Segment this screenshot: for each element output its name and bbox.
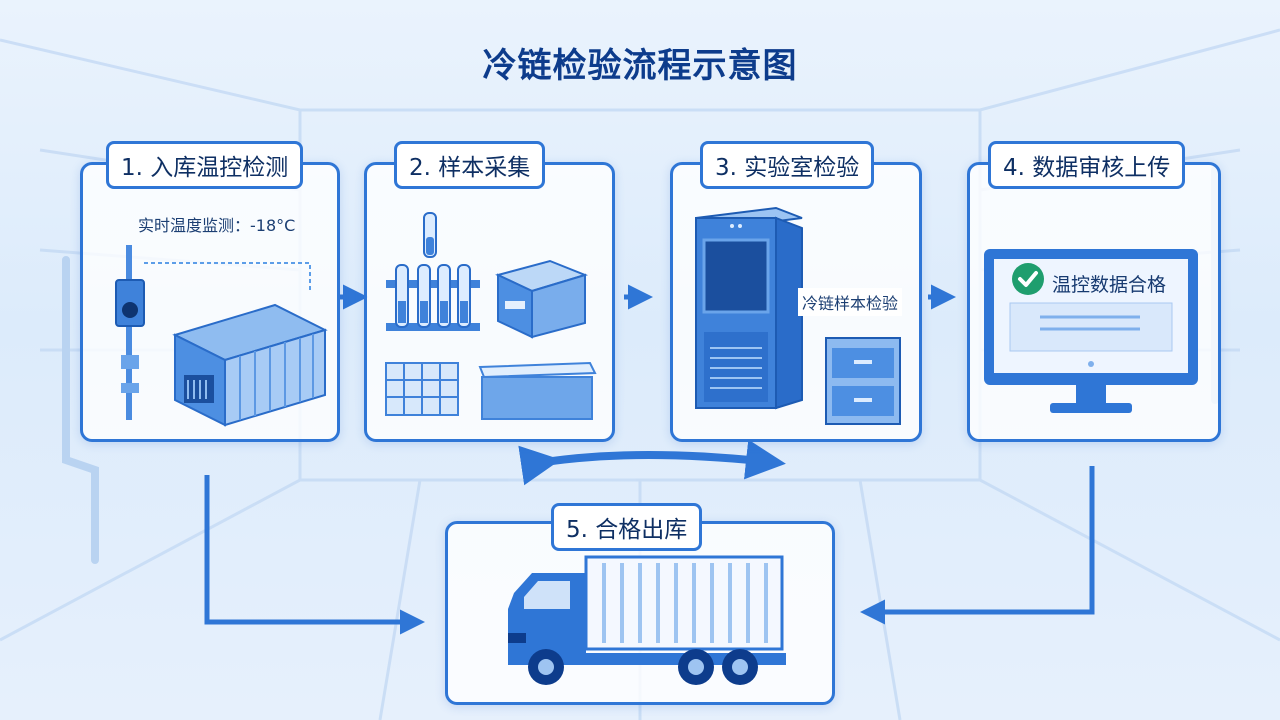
double-arrow bbox=[518, 439, 786, 486]
arrow-4-5 bbox=[860, 466, 1095, 625]
arrow-1-5 bbox=[204, 475, 425, 635]
temperature-readout: 实时温度监测：-18°C bbox=[138, 216, 296, 235]
check-circle-icon bbox=[1012, 263, 1044, 295]
data-ok-caption: 温控数据合格 bbox=[1052, 274, 1167, 296]
lab-caption: 冷链样本检验 bbox=[798, 288, 903, 316]
step-3-label: 3. 实验室检验 bbox=[700, 141, 875, 189]
sensor-container-illustration bbox=[115, 245, 328, 427]
step-4-label: 4. 数据审核上传 bbox=[988, 141, 1186, 189]
step-1-label: 1. 入库温控检测 bbox=[106, 141, 304, 189]
step-2-label: 2. 样本采集 bbox=[394, 141, 546, 189]
truck-illustration bbox=[508, 555, 786, 685]
sample-collection-illustration bbox=[385, 212, 597, 420]
lab-freezer-illustration bbox=[695, 206, 901, 425]
diagram-title: 冷链检验流程示意图 bbox=[482, 46, 798, 86]
step-5-label: 5. 合格出库 bbox=[551, 503, 703, 551]
